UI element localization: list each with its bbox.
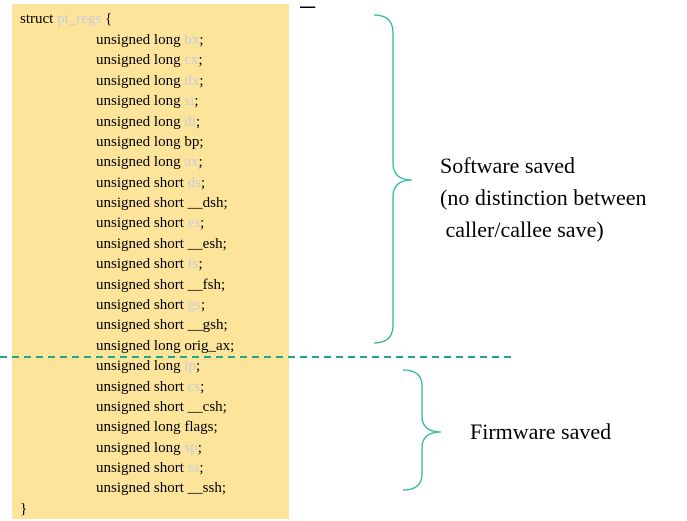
field-name: __esh: [187, 235, 223, 252]
firmware-saved-text: Firmware saved: [470, 419, 612, 444]
field-type: unsigned short: [96, 480, 184, 497]
field-line: unsigned long si;: [96, 93, 199, 110]
field-line: unsigned short ss;: [96, 460, 204, 476]
firmware-saved-brace: [402, 369, 442, 491]
field-line: unsigned long orig_ax;: [96, 337, 235, 354]
field-line: unsigned long di;: [96, 113, 201, 130]
field-line: unsigned long dx;: [96, 72, 204, 89]
software-saved-line-2: (no distinction between: [440, 185, 647, 210]
field-name: __fsh: [187, 276, 222, 293]
field-line: unsigned short gs;: [96, 296, 206, 313]
field-type: unsigned long: [96, 113, 181, 130]
field-type: unsigned long: [96, 32, 181, 48]
struct-keyword: struct: [20, 11, 54, 27]
software-saved-line-3: caller/callee save): [440, 217, 604, 242]
field-name: fs: [187, 256, 199, 273]
field-line: unsigned short __csh;: [96, 398, 227, 415]
field-name: orig_ax: [184, 337, 231, 354]
field-type: unsigned long: [96, 439, 181, 456]
field-line: unsigned long flags;: [96, 419, 218, 436]
field-type: unsigned short: [96, 460, 184, 476]
pt-regs-code-block: struct pt_regs { unsigned long bx;unsign…: [12, 4, 289, 519]
field-name: si: [184, 93, 195, 110]
field-type: unsigned long: [96, 72, 181, 89]
field-line: unsigned long bx;: [96, 32, 204, 48]
field-line: unsigned long sp;: [96, 439, 202, 456]
field-type: unsigned short: [96, 174, 184, 191]
field-type: unsigned short: [96, 256, 184, 273]
field-name: __csh: [187, 398, 223, 415]
field-name: dx: [184, 72, 200, 89]
field-type: unsigned short: [96, 296, 184, 313]
field-name: __ssh: [187, 480, 222, 497]
field-name: ip: [184, 358, 197, 375]
field-name: di: [184, 113, 197, 130]
firmware-saved-label: Firmware saved: [470, 416, 611, 448]
struct-close-brace: }: [20, 501, 28, 517]
field-name: flags: [184, 419, 214, 436]
struct-name: pt_regs: [57, 11, 102, 27]
field-type: unsigned long: [96, 358, 181, 375]
field-line: unsigned short es;: [96, 215, 205, 232]
field-name: gs: [187, 296, 202, 313]
field-line: unsigned short __dsh;: [96, 195, 228, 211]
field-type: unsigned long: [96, 93, 181, 110]
struct-header-line: struct pt_regs {: [20, 9, 112, 29]
struct-close-line: }: [20, 499, 27, 519]
field-line: unsigned long ip;: [96, 358, 201, 375]
field-type: unsigned long: [96, 154, 181, 171]
field-name: bx: [184, 32, 200, 48]
field-name: ax: [184, 154, 199, 171]
field-type: unsigned short: [96, 378, 184, 395]
title-fragment: _: [300, 0, 500, 8]
field-line: unsigned short cs;: [96, 378, 205, 395]
field-line: unsigned short __esh;: [96, 235, 227, 252]
field-line: unsigned long ax;: [96, 154, 203, 171]
field-name: bp: [184, 133, 200, 150]
field-name: cs: [187, 378, 201, 395]
field-type: unsigned short: [96, 398, 184, 415]
struct-open-brace: {: [105, 11, 113, 27]
field-type: unsigned long: [96, 337, 181, 354]
software-saved-brace: [373, 14, 413, 344]
field-type: unsigned short: [96, 215, 184, 232]
software-saved-line-1: Software saved: [440, 153, 576, 178]
field-name: sp: [184, 439, 198, 456]
field-name: ds: [187, 174, 202, 191]
field-line: unsigned short fs;: [96, 256, 203, 273]
title-fragment-text: _: [300, 0, 315, 8]
field-line: unsigned short __fsh;: [96, 276, 226, 293]
software-saved-label: Software saved (no distinction between c…: [440, 150, 647, 246]
field-line: unsigned long bp;: [96, 133, 204, 150]
field-type: unsigned short: [96, 235, 184, 252]
field-name: cx: [184, 52, 199, 69]
field-name: es: [187, 215, 201, 232]
field-name: __dsh: [187, 195, 224, 211]
field-line: unsigned short __gsh;: [96, 317, 228, 334]
field-type: unsigned long: [96, 133, 181, 150]
field-line: unsigned long cx;: [96, 52, 203, 69]
field-line: unsigned short __ssh;: [96, 480, 227, 497]
field-name: __gsh: [187, 317, 224, 334]
field-type: unsigned short: [96, 317, 184, 334]
field-type: unsigned short: [96, 276, 184, 293]
field-type: unsigned short: [96, 195, 184, 211]
field-type: unsigned long: [96, 52, 181, 69]
field-name: ss: [187, 460, 200, 476]
field-line: unsigned short ds;: [96, 174, 206, 191]
field-type: unsigned long: [96, 419, 181, 436]
